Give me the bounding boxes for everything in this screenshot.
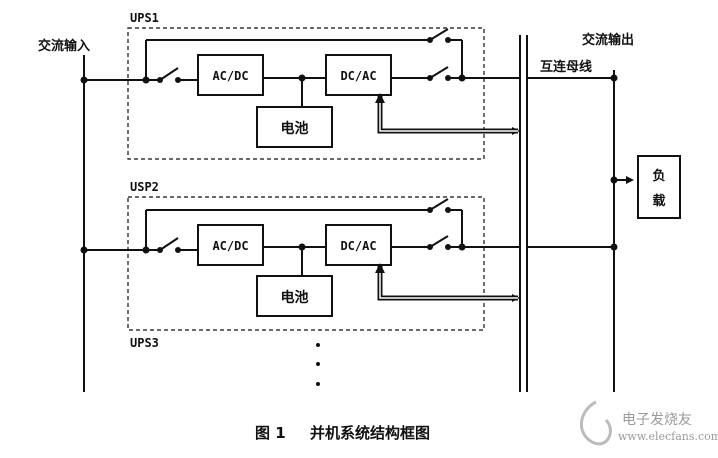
dcac-feedback-arrows: [375, 93, 385, 273]
ups2-acdc-label: AC/DC: [212, 239, 248, 253]
ups2-battery-label: 电池: [281, 289, 309, 306]
caption-text: 并机系统结构框图: [310, 424, 430, 442]
ups1-circuit: [84, 28, 614, 148]
ups2-circuit: [84, 198, 614, 317]
junction-dots: [80, 37, 618, 386]
ups1-dcac-label: DC/AC: [340, 69, 376, 83]
ups1-box: [127, 27, 485, 160]
ups1-acdc-label: AC/DC: [212, 69, 248, 83]
ups2-box: [127, 196, 485, 331]
watermark-url: www.elecfans.com: [618, 430, 718, 443]
ac-input-label: 交流输入: [38, 38, 90, 54]
ups3-label: UPS3: [130, 336, 159, 350]
load-label-bottom: 载: [652, 193, 665, 209]
ups2-dcac-label: DC/AC: [340, 239, 376, 253]
watermark-cn: 电子发烧友: [622, 412, 692, 428]
load-box: [637, 155, 681, 219]
watermark: 电子发烧友 www.elecfans.com: [580, 400, 718, 446]
ups1-battery-label: 电池: [281, 120, 309, 137]
bus-label: 互连母线: [540, 59, 592, 75]
ups2-label: USP2: [130, 180, 159, 194]
watermark-logo-icon: [580, 400, 612, 446]
caption-number: 图 1: [255, 424, 286, 442]
ups1-label: UPS1: [130, 11, 159, 25]
load-label-top: 负: [652, 168, 665, 184]
ac-output-label: 交流输出: [582, 32, 634, 48]
